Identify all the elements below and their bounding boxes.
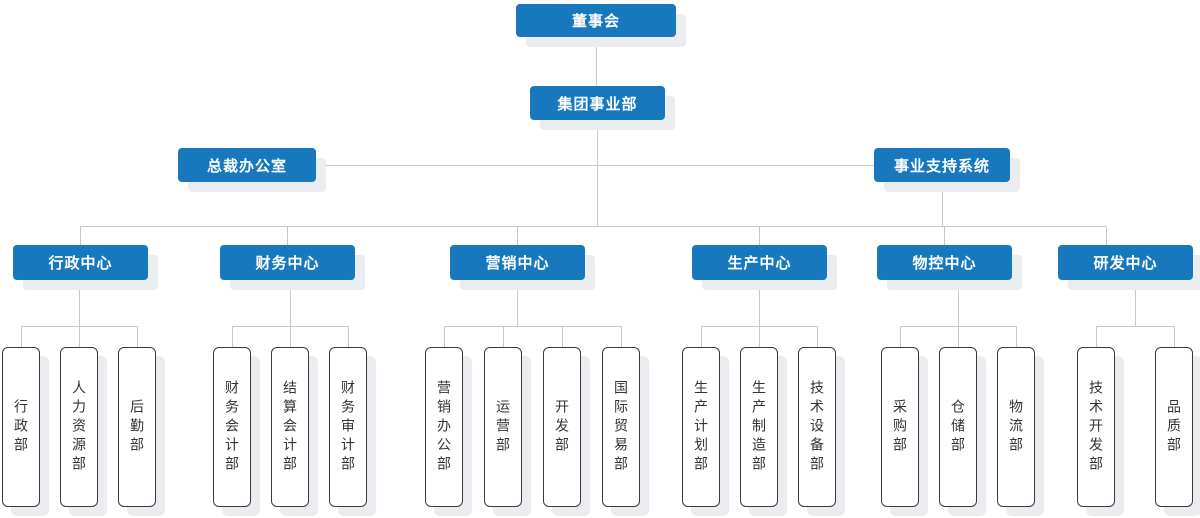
node-center-material-control: 物控中心 bbox=[877, 245, 1012, 280]
dept-node-development: 开发部 bbox=[543, 347, 581, 507]
dept-label: 后勤部 bbox=[129, 398, 145, 456]
dept-label: 仓储部 bbox=[950, 398, 966, 456]
node-center-marketing: 营销中心 bbox=[450, 245, 585, 280]
dept-label: 品质部 bbox=[1166, 398, 1182, 456]
dept-label: 国际贸易部 bbox=[613, 379, 629, 475]
dept-label: 物流部 bbox=[1008, 398, 1024, 456]
dept-node-warehouse: 仓储部 bbox=[939, 347, 977, 507]
dept-label: 财务会计部 bbox=[224, 379, 240, 475]
dept-label: 技术开发部 bbox=[1088, 379, 1104, 475]
node-group-division: 集团事业部 bbox=[530, 86, 665, 120]
dept-node-marketing-office: 营销办公部 bbox=[425, 347, 463, 507]
dept-label: 财务审计部 bbox=[340, 379, 356, 475]
dept-label: 营销办公部 bbox=[436, 379, 452, 475]
dept-node-logistics-dist: 物流部 bbox=[997, 347, 1035, 507]
dept-node-hr: 人力资源部 bbox=[60, 347, 98, 507]
dept-node-manufacturing: 生产制造部 bbox=[740, 347, 778, 507]
dept-label: 生产计划部 bbox=[693, 379, 709, 475]
node-board: 董事会 bbox=[516, 4, 676, 37]
node-center-rnd: 研发中心 bbox=[1058, 245, 1193, 280]
dept-node-quality: 品质部 bbox=[1155, 347, 1193, 507]
dept-label: 生产制造部 bbox=[751, 379, 767, 475]
dept-node-financial-audit: 财务审计部 bbox=[329, 347, 367, 507]
dept-label: 技术设备部 bbox=[809, 379, 825, 475]
dept-node-operations: 运营部 bbox=[484, 347, 522, 507]
dept-node-admin: 行政部 bbox=[2, 347, 40, 507]
dept-node-settlement-accounting: 结算会计部 bbox=[271, 347, 309, 507]
dept-node-logistics-support: 后勤部 bbox=[118, 347, 156, 507]
dept-node-financial-accounting: 财务会计部 bbox=[213, 347, 251, 507]
node-center-admin: 行政中心 bbox=[13, 245, 148, 280]
dept-label: 结算会计部 bbox=[282, 379, 298, 475]
dept-label: 采购部 bbox=[892, 398, 908, 456]
node-president-office: 总裁办公室 bbox=[178, 148, 316, 182]
node-center-finance: 财务中心 bbox=[220, 245, 355, 280]
dept-node-tech-development: 技术开发部 bbox=[1077, 347, 1115, 507]
dept-node-tech-equipment: 技术设备部 bbox=[798, 347, 836, 507]
dept-node-procurement: 采购部 bbox=[881, 347, 919, 507]
node-support-system: 事业支持系统 bbox=[874, 148, 1010, 182]
dept-node-production-planning: 生产计划部 bbox=[682, 347, 720, 507]
dept-label: 开发部 bbox=[554, 398, 570, 456]
dept-label: 行政部 bbox=[13, 398, 29, 456]
dept-node-intl-trade: 国际贸易部 bbox=[602, 347, 640, 507]
dept-label: 人力资源部 bbox=[71, 379, 87, 475]
node-center-production: 生产中心 bbox=[692, 245, 827, 280]
dept-label: 运营部 bbox=[495, 398, 511, 456]
